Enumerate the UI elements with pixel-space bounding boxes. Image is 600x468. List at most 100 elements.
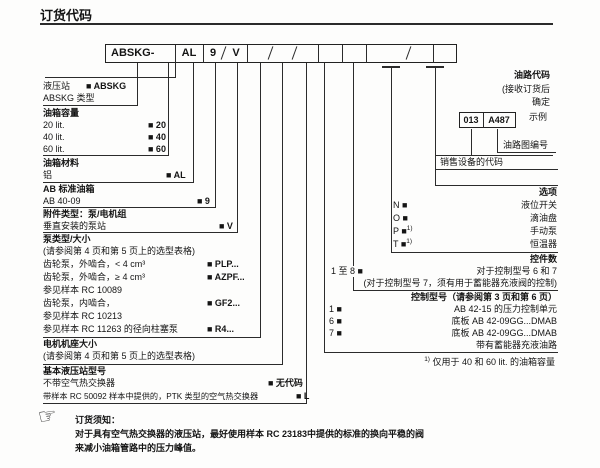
example-sales-code: 013	[463, 115, 479, 125]
cell-divider	[203, 45, 205, 63]
block-heading: 基本液压站型号	[43, 366, 107, 376]
controls-count-note: 对于控制型号 6 和 7	[476, 266, 557, 276]
row-label: 不带空气热交换器	[43, 378, 116, 388]
row-value: ■ AL	[166, 170, 186, 180]
example-label: 示例	[528, 112, 547, 122]
control-type-code: 6 ■	[328, 316, 343, 327]
options-title: 选项	[538, 187, 557, 197]
circuit-diagram-label: 油路图编号	[502, 140, 548, 150]
block-subheading: (请参阅第 4 页和第 5 页上的选型表格)	[43, 351, 196, 361]
connector-line	[282, 63, 284, 364]
option-label: 手动泵	[529, 226, 557, 236]
row-value: ■ 40	[148, 132, 166, 142]
connector-line	[237, 63, 239, 232]
block-underline	[353, 290, 558, 292]
connector-line	[137, 63, 139, 105]
block-underline	[435, 185, 558, 187]
block-heading: 泵类型/大小	[43, 234, 91, 244]
label-underline	[497, 152, 556, 154]
row-label: 60 lit.	[43, 144, 65, 154]
cell-divider	[342, 45, 344, 63]
code-segment: 9	[209, 47, 217, 59]
connector-line	[391, 66, 393, 252]
row-label: 铝	[43, 170, 53, 180]
connector-line	[193, 63, 195, 182]
option-code: P ■1)	[393, 225, 413, 236]
connector-line	[324, 63, 326, 352]
example-code-box	[459, 112, 516, 128]
block-underline	[43, 337, 261, 339]
block-heading: 油箱容量	[43, 108, 80, 118]
control-type-label: 带有蓄能器充液油路	[475, 340, 557, 350]
circuit-code-note: (接收订货后	[502, 84, 550, 94]
control-type-code: 1 ■	[328, 304, 343, 315]
row-label: 参见样本 RC 10089	[43, 285, 123, 295]
block-underline	[43, 403, 307, 405]
row-label: ABSKG 类型	[43, 93, 95, 103]
option-code: T ■1)	[393, 238, 413, 249]
row-label: 带样本 RC 50092 样本中提供的，PTK 类型的空气热交换器	[43, 392, 259, 401]
block-underline	[43, 364, 283, 366]
connector-line	[471, 129, 473, 155]
row-value: ■ 无代码	[268, 378, 303, 388]
block-subheading: (请参阅第 4 页和第 5 页上的选型表格)	[43, 246, 196, 256]
block-underline	[43, 182, 194, 184]
cell-divider	[483, 113, 485, 128]
connector-line	[435, 66, 437, 185]
row-label: 液压站	[43, 81, 71, 91]
row-label: 垂直安装的泵站	[43, 221, 107, 231]
block-underline	[43, 207, 216, 209]
label-topline	[435, 155, 553, 157]
pointing-hand-icon: ☞	[36, 403, 59, 430]
control-type-label: AB 42-15 的压力控制单元	[453, 304, 557, 314]
block-heading: 附件类型：泵/电机组	[43, 209, 127, 219]
row-value: ■ V	[219, 221, 233, 231]
row-label: 齿轮泵，内啮合，	[43, 298, 116, 308]
block-underline	[391, 252, 558, 254]
option-code: N ■	[393, 200, 408, 210]
block-underline	[43, 155, 169, 157]
row-label: 参见样本 RC 10213	[43, 311, 123, 321]
cell-divider	[366, 45, 368, 63]
option-label: 液位开关	[520, 200, 557, 210]
row-value: ■ 20	[148, 120, 166, 130]
connector-line	[306, 63, 308, 403]
label-underline	[435, 169, 558, 171]
control-type-label: 底板 AB 42-09GG...DMAB	[451, 316, 557, 326]
connector-line	[497, 129, 499, 152]
connector-line	[215, 63, 217, 207]
control-type-title: 控制型号（请参阅第 3 页和第 6 页）	[410, 292, 557, 302]
option-label: 滴油盘	[529, 213, 557, 223]
row-value: ■ GF2...	[207, 298, 240, 308]
sales-device-label: 销售设备的代码	[440, 157, 504, 167]
cell-divider	[175, 45, 177, 63]
circuit-code-note: 确定	[531, 97, 550, 107]
block-underline	[43, 105, 138, 107]
row-label: AB 40-09	[43, 196, 81, 206]
block-heading: 电机机座大小	[43, 339, 98, 349]
connector-line	[175, 63, 177, 77]
row-value: ■ R4...	[207, 324, 234, 334]
page-title: 订货代码	[40, 8, 93, 23]
option-label: 恒温器	[529, 239, 557, 249]
block-underline	[324, 352, 558, 354]
row-label: 齿轮泵，外啮合，< 4 cm³	[43, 259, 146, 269]
code-segment: AL	[181, 47, 197, 59]
cell-divider	[318, 45, 320, 63]
controls-count-note: (对于控制型号 7，须有用于蓄能器充液阀的控制)	[363, 278, 557, 288]
connector-line	[353, 63, 355, 290]
option-code: O ■	[393, 213, 408, 223]
row-label: 40 lit.	[43, 132, 65, 142]
row-value: ■ 9	[197, 196, 210, 206]
controls-count-title: 控件数	[529, 254, 557, 264]
controls-count-code: 1 至 8 ■	[330, 266, 364, 277]
row-value: ■ ABSKG	[86, 81, 127, 91]
cell-divider	[433, 45, 435, 63]
note-title: 订货须知：	[75, 415, 121, 425]
control-type-code: 7 ■	[328, 328, 343, 339]
block-heading: AB 标准油箱	[43, 184, 95, 194]
footnote: 1) 仅用于 40 和 60 lit. 的油箱容量	[424, 356, 555, 367]
cell-divider	[247, 45, 249, 63]
row-label: 参见样本 RC 11263 的径向柱塞泵	[43, 324, 178, 334]
